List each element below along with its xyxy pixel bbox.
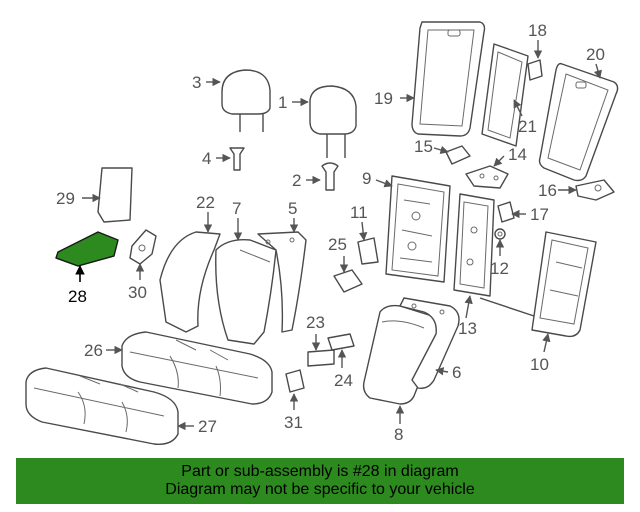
part-guide-sleeve-2 (321, 162, 339, 191)
label-part-24: 24 (334, 371, 353, 390)
label-part-19: 19 (374, 89, 393, 108)
part-11 (357, 237, 379, 265)
label-part-2: 2 (292, 171, 301, 190)
label-part-22: 22 (196, 193, 215, 212)
part-frame-10 (479, 231, 597, 338)
label-part-30: 30 (128, 283, 147, 302)
label-part-26: 26 (84, 341, 103, 360)
part-15 (445, 145, 471, 165)
label-part-21: 21 (518, 117, 537, 136)
part-12-washer (494, 228, 506, 240)
part-16 (575, 179, 615, 201)
part-14 (465, 165, 509, 189)
label-part-1: 1 (278, 93, 287, 112)
label-part-20: 20 (586, 45, 605, 64)
label-part-25: 25 (328, 235, 347, 254)
label-part-6: 6 (452, 363, 461, 382)
label-part-16: 16 (538, 181, 557, 200)
label-part-4: 4 (202, 149, 211, 168)
part-seat-cushion-26 (121, 331, 273, 405)
label-part-10: 10 (530, 355, 549, 374)
label-part-7: 7 (232, 199, 241, 218)
label-part-15: 15 (414, 137, 433, 156)
label-part-31: 31 (284, 413, 303, 432)
label-part-27: 27 (198, 417, 217, 436)
label-part-29: 29 (56, 189, 75, 208)
label-part-8: 8 (394, 425, 403, 444)
label-part-18: 18 (528, 21, 547, 40)
label-part-23: 23 (306, 313, 325, 332)
part-headrest-center (309, 85, 357, 158)
part-23 (307, 349, 335, 367)
label-part-9: 9 (362, 169, 371, 188)
part-backrest-pad-6 (399, 297, 460, 390)
leader-lines (75, 40, 602, 431)
part-clip-18 (527, 59, 543, 81)
parts-diagram: 1 2 3 4 5 6 7 8 9 10 11 12 13 14 15 16 1… (25, 21, 619, 445)
label-part-5: 5 (288, 199, 297, 218)
label-part-11: 11 (350, 203, 368, 222)
label-part-12: 12 (490, 259, 509, 278)
label-part-13: 13 (458, 319, 477, 338)
label-part-17: 17 (530, 205, 549, 224)
label-part-14: 14 (508, 145, 527, 164)
part-back-panel-20 (538, 62, 619, 182)
label-part-3: 3 (192, 73, 201, 92)
part-clip (129, 229, 157, 265)
label-part-28: 28 (68, 287, 87, 306)
part-frame-13 (453, 193, 495, 297)
part-28-highlighted (55, 231, 119, 267)
part-trim-panel (97, 167, 133, 223)
part-guide-sleeve (229, 147, 245, 171)
part-back-panel-21 (481, 43, 529, 147)
part-17 (497, 201, 515, 223)
part-side-bolster (159, 231, 221, 333)
part-frame-9 (385, 175, 451, 283)
part-31 (285, 369, 305, 393)
part-backrest-pad (257, 231, 307, 333)
part-24 (327, 333, 355, 351)
part-seat-cover-27 (25, 367, 179, 445)
part-labels: 1 2 3 4 5 6 7 8 9 10 11 12 13 14 15 16 1… (56, 21, 605, 444)
part-back-panel-19 (411, 21, 486, 137)
part-headrest-outer (221, 69, 271, 132)
info-banner: Part or sub-assembly is #28 in diagram D… (16, 458, 624, 504)
part-backrest-cover (215, 239, 277, 345)
banner-line-2: Diagram may not be specific to your vehi… (165, 481, 475, 498)
part-25 (333, 269, 363, 293)
banner-line-1: Part or sub-assembly is #28 in diagram (181, 463, 459, 480)
